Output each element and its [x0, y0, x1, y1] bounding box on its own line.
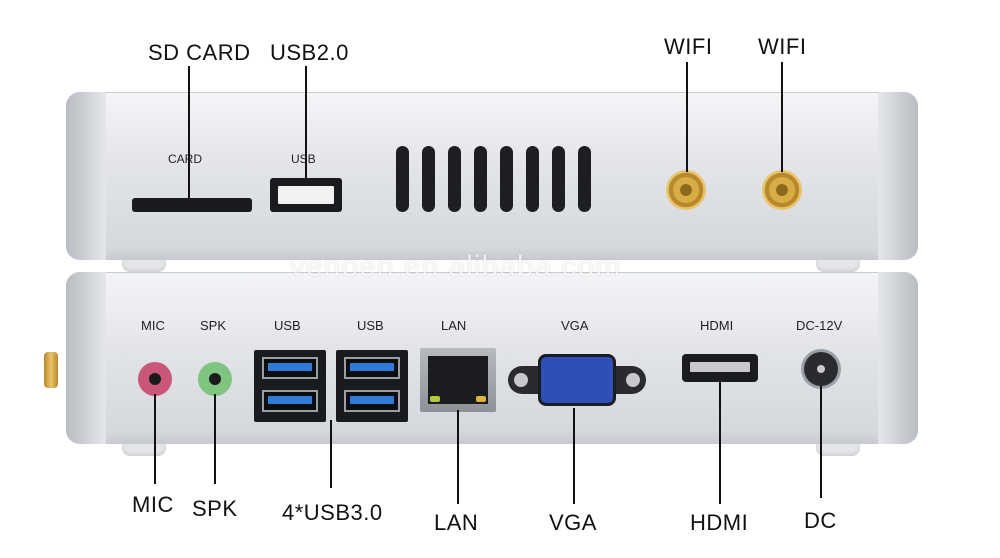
lan-port: [420, 348, 496, 412]
callout-dc: DC: [804, 508, 837, 533]
card-port-label: CARD: [168, 152, 203, 166]
callout-mic: MIC: [132, 492, 174, 517]
usb2-port-label: USB: [291, 152, 316, 166]
vga-port-label: VGA: [561, 318, 589, 333]
dc-power-jack: [804, 352, 838, 386]
vga-port: [508, 352, 646, 408]
lower-foot-left: [122, 444, 166, 456]
callout-line-dc: [820, 386, 822, 498]
callout-wifi-2: WIFI: [758, 34, 807, 59]
callout-line-lan: [457, 410, 459, 504]
sd-card-slot: [132, 198, 252, 212]
watermark-text: venoen.en.alibaba.com: [290, 250, 622, 283]
usb3-port-label-2: USB: [357, 318, 384, 333]
spk-port-label: SPK: [200, 318, 227, 333]
side-antenna: [44, 352, 58, 388]
callout-usb30: 4*USB3.0: [282, 500, 383, 525]
callout-line-usb30: [330, 420, 332, 488]
callout-vga: VGA: [549, 510, 597, 535]
callout-line-wifi-1: [686, 62, 688, 172]
wifi-antenna-connector-2: [762, 170, 802, 210]
callout-line-usb20: [305, 66, 307, 178]
callout-sd-card: SD CARD: [148, 40, 251, 65]
callout-spk: SPK: [192, 496, 238, 521]
hdmi-port: [682, 354, 758, 382]
callout-hdmi: HDMI: [690, 510, 749, 535]
callout-line-vga: [573, 408, 575, 504]
usb3-port-stack-1: [254, 350, 326, 422]
callout-wifi-1: WIFI: [664, 34, 713, 59]
callout-line-hdmi: [719, 382, 721, 504]
hdmi-port-label: HDMI: [700, 318, 734, 333]
spk-jack: [198, 362, 232, 396]
lan-port-label: LAN: [441, 318, 467, 333]
callout-lan: LAN: [434, 510, 479, 535]
upper-foot-left: [122, 260, 166, 272]
dc-port-label: DC-12V: [796, 318, 843, 333]
callout-line-wifi-2: [781, 62, 783, 172]
wifi-antenna-connector-1: [666, 170, 706, 210]
lower-foot-right: [816, 444, 860, 456]
callout-usb20: USB2.0: [270, 40, 349, 65]
upper-foot-right: [816, 260, 860, 272]
mic-port-label: MIC: [141, 318, 165, 333]
usb3-port-label-1: USB: [274, 318, 301, 333]
usb3-port-stack-2: [336, 350, 408, 422]
mic-jack: [138, 362, 172, 396]
callout-line-sd-card: [188, 66, 190, 198]
callout-line-mic: [154, 394, 156, 484]
usb2-port: [270, 178, 342, 212]
callout-line-spk: [214, 394, 216, 484]
